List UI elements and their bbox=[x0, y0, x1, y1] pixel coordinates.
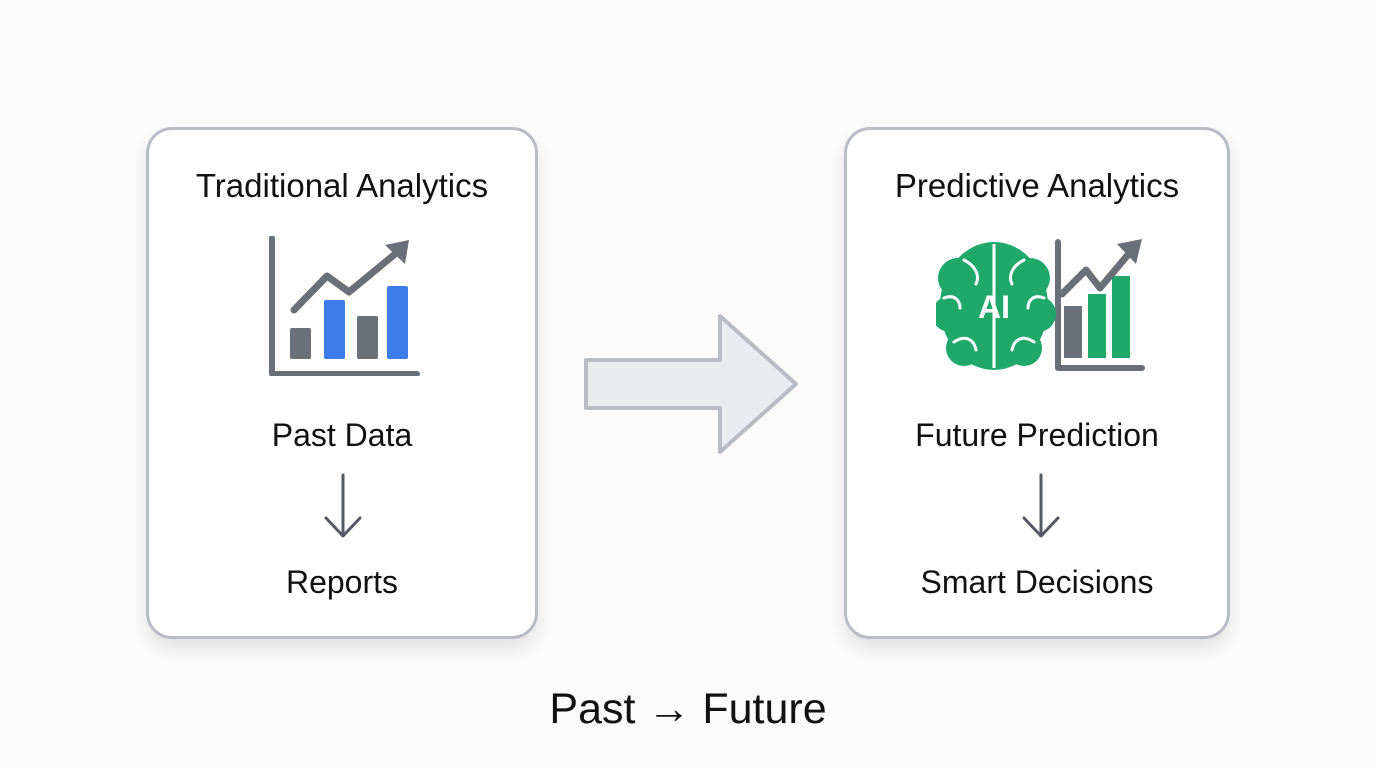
bar-chart-trend-icon bbox=[269, 236, 420, 376]
traditional-analytics-title: Traditional Analytics bbox=[195, 167, 489, 204]
future-prediction-label: Future Prediction bbox=[915, 417, 1159, 453]
ai-icon-text: AI bbox=[978, 289, 1010, 325]
arrow-right-icon bbox=[584, 314, 798, 454]
past-to-future-caption: Past → Future bbox=[549, 685, 827, 733]
traditional-analytics-card: Traditional Analytics Past Data Reports bbox=[146, 127, 538, 639]
arrow-down-icon bbox=[324, 473, 362, 538]
predictive-analytics-title: Predictive Analytics bbox=[894, 167, 1180, 204]
predictive-analytics-card: Predictive Analytics AI Fu bbox=[844, 127, 1230, 639]
reports-label: Reports bbox=[285, 564, 399, 600]
smart-decisions-label: Smart Decisions bbox=[920, 564, 1154, 600]
arrow-down-icon bbox=[1022, 473, 1060, 538]
ai-brain-chart-icon: AI bbox=[936, 239, 1145, 371]
past-data-label: Past Data bbox=[271, 417, 413, 453]
